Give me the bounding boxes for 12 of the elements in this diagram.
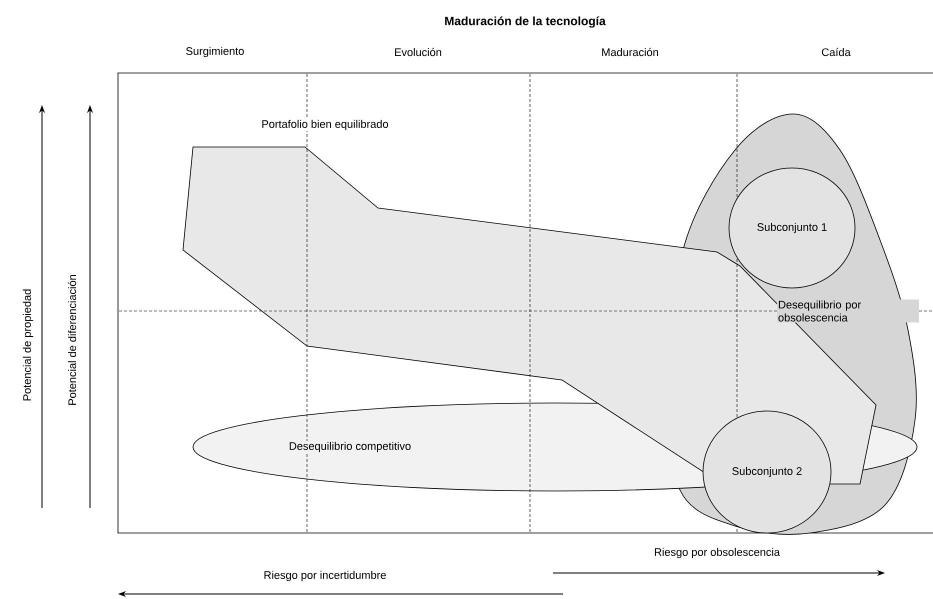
column-heading: Caída bbox=[822, 48, 851, 56]
axis-label: Riesgo por incertidumbre bbox=[264, 570, 386, 582]
column-heading: Surgimiento bbox=[186, 46, 244, 58]
region-label: Desequilibrio competitivo bbox=[288, 440, 412, 454]
chart-title: Maduración de la tecnología bbox=[445, 16, 606, 28]
region-label: Portafolio bien equilibrado bbox=[260, 118, 390, 132]
axis-label: Riesgo por obsolescencia bbox=[654, 548, 780, 558]
column-heading: Maduración bbox=[602, 48, 658, 56]
column-heading: Evolución bbox=[395, 48, 442, 56]
axis-label: Potencial de diferenciación bbox=[68, 275, 76, 405]
region-label: Desequilibrio por obsolescencia bbox=[777, 299, 920, 323]
axis-label: Potencial de propiedad bbox=[22, 289, 34, 400]
